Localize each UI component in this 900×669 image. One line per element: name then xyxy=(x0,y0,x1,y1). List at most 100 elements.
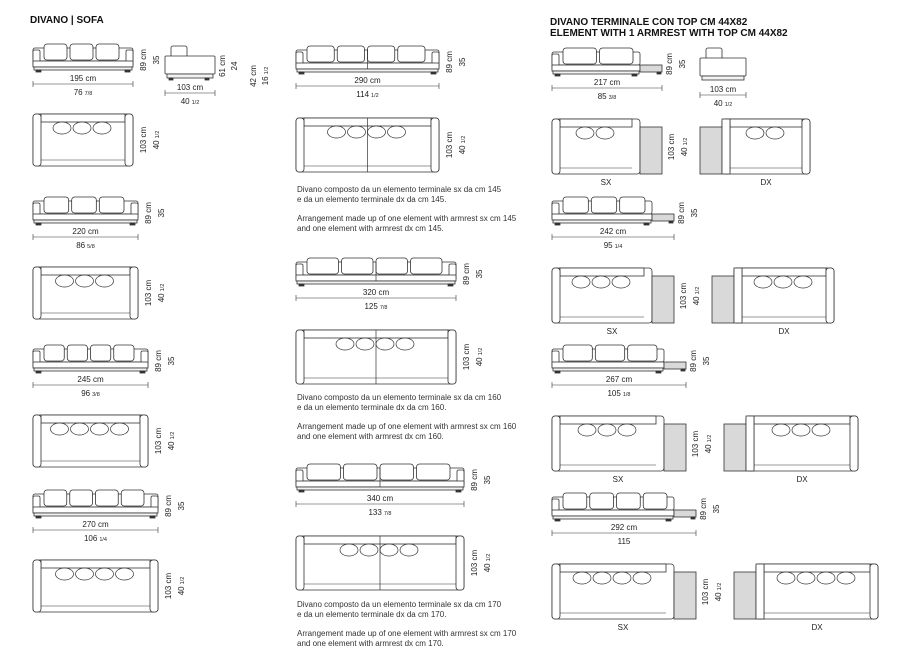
sofa-plan-cushion xyxy=(577,423,597,437)
sofa-cushion xyxy=(69,489,93,507)
sofa-plan-cushion xyxy=(771,423,791,437)
sofa-plan-armrest xyxy=(149,559,159,613)
caption-en-line2: and one element with armrest dx cm 170. xyxy=(297,639,444,648)
sofa-cushion xyxy=(599,47,634,65)
title-sofa: DIVANO | SOFA xyxy=(30,15,104,26)
fraction: 1/2 xyxy=(155,131,161,139)
dim-height-label: 89 cm xyxy=(164,495,173,517)
dim-depth-label: 103 cm xyxy=(701,579,710,606)
label-sx: SX xyxy=(618,623,629,632)
sofa-cushion xyxy=(98,196,125,214)
caption-it-line2: e da un elemento terminale dx da cm 160. xyxy=(297,403,447,412)
fraction: 1/8 xyxy=(623,392,631,398)
dim-seat-label: 35 xyxy=(712,504,721,513)
sofa-foot xyxy=(298,71,305,75)
sofa-cushion xyxy=(336,45,365,63)
sofa-plan-back xyxy=(559,563,667,573)
sofa-foot xyxy=(554,73,561,77)
sofa-cushion xyxy=(416,463,451,481)
dim-depth-inch-label: 401/2 xyxy=(475,348,484,367)
caption-en-line1: Arrangement made up of one element with … xyxy=(297,629,517,638)
dim-depth-inch-label: 401/2 xyxy=(483,554,492,573)
fraction: 7/8 xyxy=(384,511,392,517)
sofa-plan-cushion xyxy=(399,543,419,557)
fraction: 1/2 xyxy=(695,287,701,295)
sofa-plan-cushion xyxy=(339,543,359,557)
sofa-foot xyxy=(447,283,454,287)
fraction: 1/2 xyxy=(264,67,270,75)
sofa-plan-cushion xyxy=(359,543,379,557)
dim-side-back-inch: 24 xyxy=(230,61,239,70)
sofa-top-shelf xyxy=(673,509,697,518)
caption-it-line2: e da un elemento terminale dx da cm 145. xyxy=(297,195,447,204)
sofa-plan-cushion xyxy=(52,121,72,135)
dim-depth-inch-label: 401/2 xyxy=(704,435,713,454)
dim-depth-inch-label: 401/2 xyxy=(714,583,723,602)
sofa-plan-cushion xyxy=(597,423,617,437)
sofa-cushion xyxy=(120,489,145,507)
dim-width-label: 220 cm xyxy=(72,227,99,236)
sofa-cushion xyxy=(43,489,68,507)
title-terminal-it: DIVANO TERMINALE CON TOP CM 44X82 xyxy=(550,17,748,28)
fraction: 3/8 xyxy=(609,95,617,101)
sofa-plan-top xyxy=(711,275,735,324)
sofa-plan-cushion xyxy=(95,274,114,288)
sofa-plan-cushion xyxy=(592,571,612,585)
sofa-base xyxy=(296,68,439,73)
fraction: 1/2 xyxy=(180,577,186,585)
sofa-plan-cushion xyxy=(571,275,591,289)
sofa-plan-cushion xyxy=(55,567,74,581)
sofa-top-shelf xyxy=(663,361,687,370)
sofa-foot xyxy=(298,489,305,493)
dim-seat-label: 35 xyxy=(690,208,699,217)
sofa-plan-back xyxy=(763,563,871,573)
dim-width-label: 290 cm xyxy=(354,76,381,85)
dim-height-label: 89 cm xyxy=(462,263,471,285)
sofa-foot xyxy=(554,370,561,374)
dim-side-depth: 103 cm xyxy=(710,85,737,94)
dim-width-label: 267 cm xyxy=(606,375,633,384)
sofa-plan-cushion xyxy=(379,543,399,557)
label-dx: DX xyxy=(778,327,790,336)
label-sx: SX xyxy=(601,178,612,187)
sofa-plan-back-left xyxy=(721,118,731,175)
dim-depth-label: 103 cm xyxy=(154,428,163,455)
dim-height-label: 89 cm xyxy=(144,202,153,224)
caption-it-line1: Divano composto da un elemento terminale… xyxy=(297,393,502,402)
sofa-plan-cushion xyxy=(796,571,816,585)
sofa-plan-cushion xyxy=(95,567,114,581)
sofa-foot xyxy=(656,71,662,75)
sofa-plan-back xyxy=(741,267,827,277)
sofa-cushion xyxy=(619,196,646,214)
sofa-plan-cushion xyxy=(367,125,386,139)
sofa-plan-cushion xyxy=(347,125,366,139)
sofa-cushion xyxy=(71,196,97,214)
sofa-plan-back-left xyxy=(745,415,755,472)
sofa-plan-armrest xyxy=(849,415,859,472)
sofa-foot xyxy=(655,370,662,374)
sofa-base xyxy=(33,512,158,517)
fraction: 1/2 xyxy=(486,554,492,562)
caption-it-line2: e da un elemento terminale dx da cm 170. xyxy=(297,610,447,619)
sofa-cushion xyxy=(95,43,120,61)
fraction: 1/2 xyxy=(160,284,166,292)
side-base xyxy=(166,73,214,79)
sofa-plan-armrest xyxy=(869,563,879,620)
dim-width-label: 242 cm xyxy=(600,227,627,236)
sofa-plan-cushion xyxy=(55,274,74,288)
sofa-plan-cushion xyxy=(75,274,94,288)
sofa-plan-armrest xyxy=(551,563,561,620)
sofa-plan-cushion xyxy=(50,422,69,436)
sofa-plan-back xyxy=(729,118,803,128)
sofa-cushion xyxy=(616,492,641,510)
sofa-seat xyxy=(551,64,641,72)
sofa-plan-back xyxy=(559,415,657,425)
sofa-cushion xyxy=(562,344,593,362)
